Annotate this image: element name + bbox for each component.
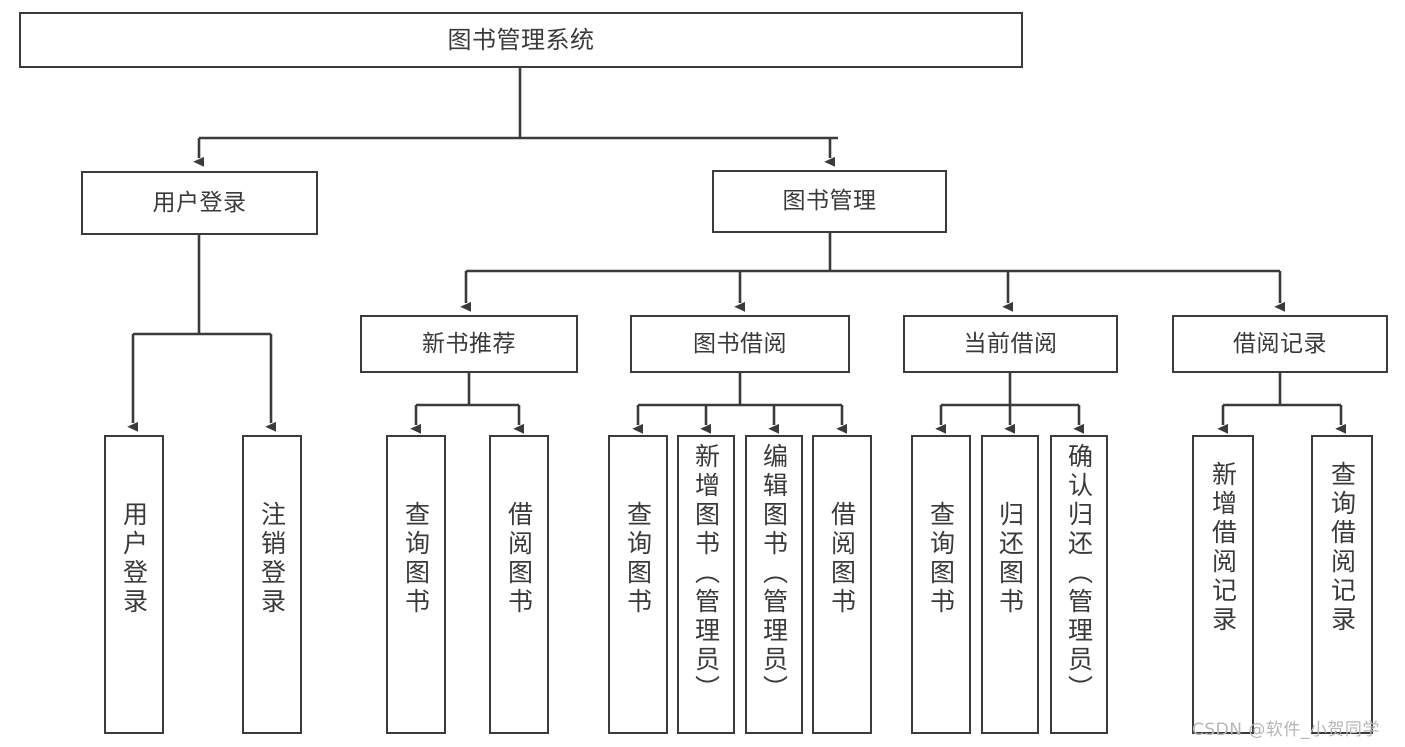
node-book-manage[interactable]: 图书管理 bbox=[712, 170, 947, 233]
node-leaf-add-book[interactable]: 新增图书（管理员） bbox=[677, 435, 735, 734]
node-leaf-query-book-2[interactable]: 查询图书 bbox=[608, 435, 668, 734]
node-leaf-user-login[interactable]: 用户登录 bbox=[104, 435, 164, 734]
node-leaf-confirm-return[interactable]: 确认归还（管理员） bbox=[1050, 435, 1108, 734]
node-current-borrow[interactable]: 当前借阅 bbox=[903, 315, 1118, 373]
node-leaf-query-book-2-label: 查询图书 bbox=[623, 501, 653, 617]
node-leaf-query-record[interactable]: 查询借阅记录 bbox=[1311, 435, 1373, 734]
node-leaf-query-book-1-label: 查询图书 bbox=[401, 501, 431, 617]
node-borrow-record-label: 借阅记录 bbox=[1233, 330, 1327, 357]
node-leaf-query-record-label: 查询借阅记录 bbox=[1327, 461, 1357, 635]
node-leaf-query-book-3-label: 查询图书 bbox=[926, 501, 956, 617]
node-user-login-label: 用户登录 bbox=[152, 189, 247, 216]
node-book-borrow[interactable]: 图书借阅 bbox=[630, 315, 850, 373]
node-root[interactable]: 图书管理系统 bbox=[19, 12, 1023, 68]
node-leaf-borrow-book-1-label: 借阅图书 bbox=[504, 501, 534, 617]
node-leaf-edit-book-label: 编辑图书（管理员） bbox=[759, 443, 789, 704]
node-leaf-add-book-label: 新增图书（管理员） bbox=[691, 443, 721, 704]
node-leaf-user-login-label: 用户登录 bbox=[119, 501, 149, 617]
node-leaf-return-book[interactable]: 归还图书 bbox=[981, 435, 1039, 734]
node-leaf-borrow-book-2-label: 借阅图书 bbox=[827, 501, 857, 617]
node-current-borrow-label: 当前借阅 bbox=[963, 330, 1058, 357]
node-leaf-edit-book[interactable]: 编辑图书（管理员） bbox=[745, 435, 803, 734]
node-root-label: 图书管理系统 bbox=[447, 25, 595, 54]
node-leaf-query-book-1[interactable]: 查询图书 bbox=[386, 435, 446, 734]
node-new-book-recommend-label: 新书推荐 bbox=[422, 330, 516, 357]
node-leaf-logout-login-label: 注销登录 bbox=[257, 501, 287, 617]
node-borrow-record[interactable]: 借阅记录 bbox=[1172, 315, 1388, 373]
node-leaf-add-record[interactable]: 新增借阅记录 bbox=[1192, 435, 1254, 734]
node-user-login[interactable]: 用户登录 bbox=[81, 171, 318, 235]
node-leaf-query-book-3[interactable]: 查询图书 bbox=[911, 435, 971, 734]
watermark-csdn: CSDN @软件_小贺同学 bbox=[1192, 720, 1380, 740]
node-leaf-borrow-book-2[interactable]: 借阅图书 bbox=[812, 435, 872, 734]
node-book-borrow-label: 图书借阅 bbox=[693, 330, 787, 357]
node-leaf-add-record-label: 新增借阅记录 bbox=[1208, 461, 1238, 635]
node-leaf-return-book-label: 归还图书 bbox=[995, 501, 1025, 617]
node-leaf-logout-login[interactable]: 注销登录 bbox=[242, 435, 302, 734]
node-leaf-borrow-book-1[interactable]: 借阅图书 bbox=[489, 435, 549, 734]
node-new-book-recommend[interactable]: 新书推荐 bbox=[360, 315, 578, 373]
node-leaf-confirm-return-label: 确认归还（管理员） bbox=[1064, 443, 1094, 704]
node-book-manage-label: 图书管理 bbox=[782, 188, 877, 215]
